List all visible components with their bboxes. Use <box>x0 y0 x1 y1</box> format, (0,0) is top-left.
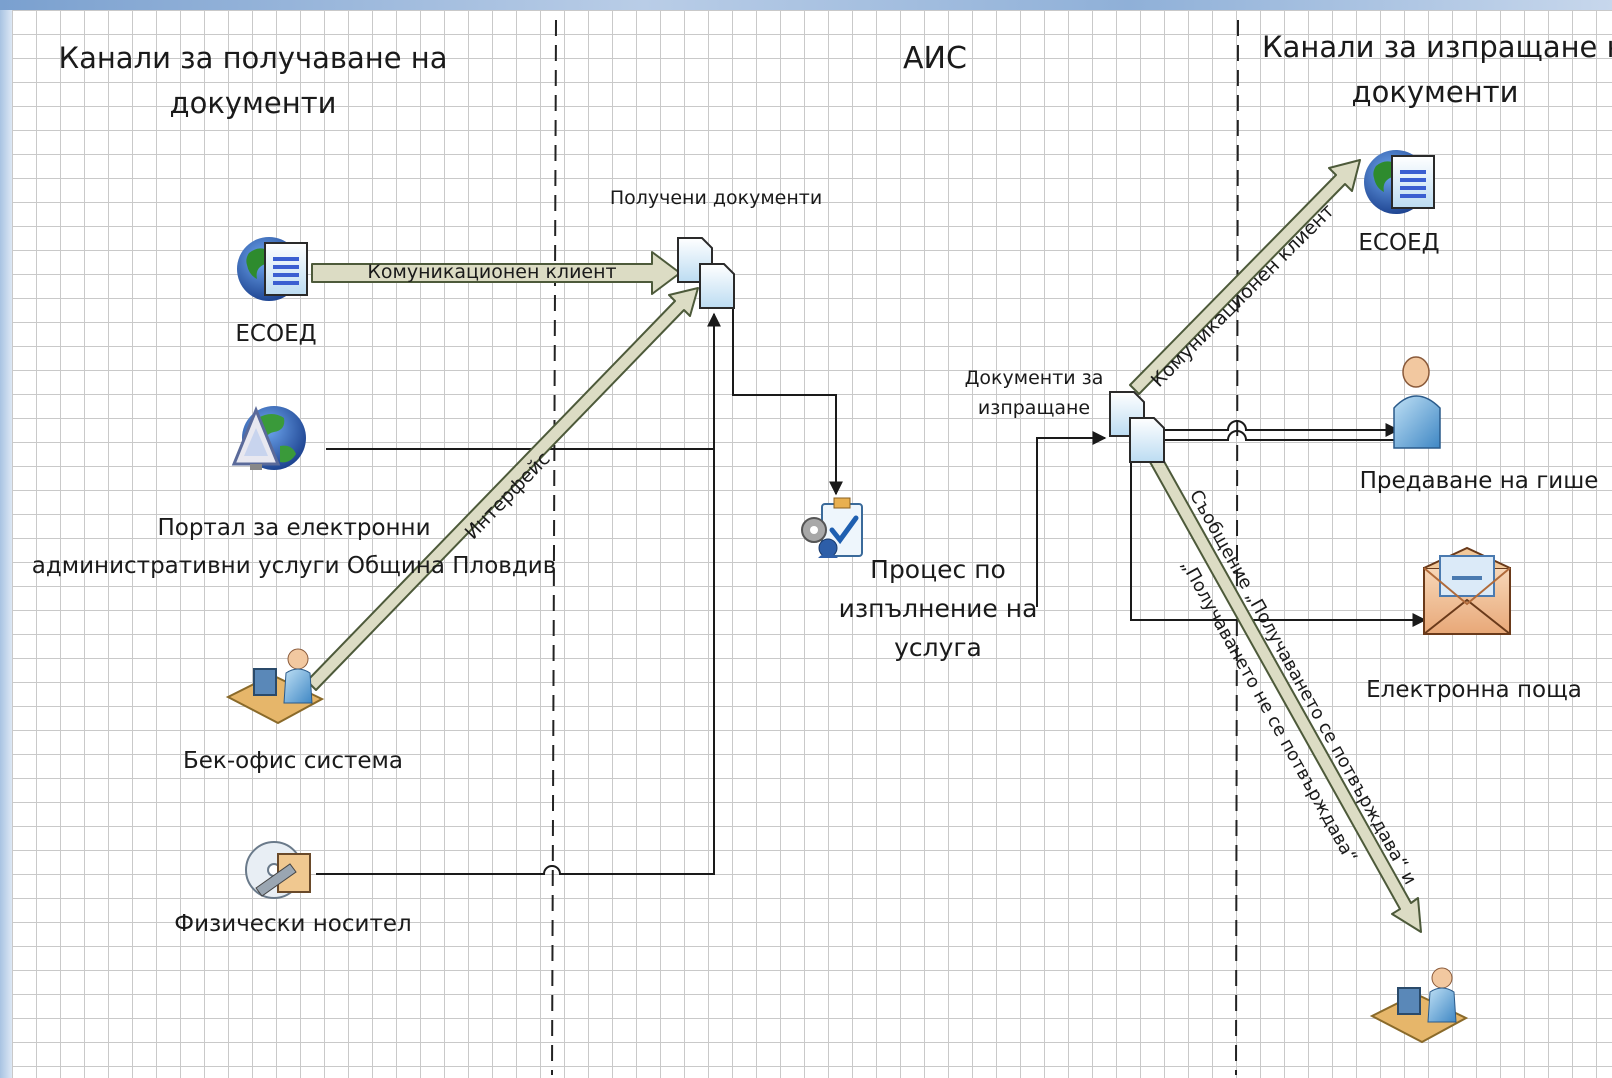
node-esoed-out: ЕСОЕД <box>1358 230 1439 256</box>
node-counter: Предаване на гише <box>1360 468 1599 494</box>
node-process-line3: услуга <box>894 633 982 662</box>
node-esoed-in: ЕСОЕД <box>235 321 316 347</box>
node-physical: Физически носител <box>174 911 411 937</box>
physical-connector <box>316 312 721 875</box>
outgoing-to-counter-connector <box>1150 420 1400 437</box>
node-portal-line1: Портал за електронни <box>157 515 430 541</box>
lane-title-right-line1: Канали за изпращане на <box>1262 30 1612 64</box>
document-stack-icon[interactable] <box>1109 391 1165 463</box>
person-icon[interactable] <box>1393 356 1441 449</box>
connector-lines <box>316 308 1427 875</box>
lane-title-right-line2: документи <box>1352 75 1519 109</box>
node-backoffice: Бек-офис система <box>183 748 403 774</box>
received-to-process-connector <box>732 308 843 496</box>
process-to-outgoing-connector <box>1036 431 1107 607</box>
globe-document-icon[interactable] <box>1364 150 1435 214</box>
lane-divider-left <box>551 19 557 1076</box>
envelope-icon[interactable] <box>1423 546 1511 635</box>
document-stack-icon[interactable] <box>677 237 735 309</box>
label-interface: Интерфейс <box>461 448 555 544</box>
node-outgoing-line2: изпращане <box>978 397 1090 419</box>
globe-portal-icon[interactable] <box>231 406 306 470</box>
block-arrow-interface <box>306 287 699 691</box>
node-email: Електронна поща <box>1366 677 1582 703</box>
label-comm-client-out: Комуникационен клиент <box>1147 200 1339 392</box>
workstation-user-icon[interactable] <box>1369 967 1469 1044</box>
lane-title-left-line2: документи <box>170 86 337 120</box>
label-comm-client-in: Комуникационен клиент <box>367 261 616 283</box>
outgoing-to-email-connector <box>1130 440 1427 627</box>
block-arrow-comm-client-in <box>311 251 681 295</box>
workstation-user-icon[interactable] <box>225 648 325 725</box>
block-arrow-comm-client-out <box>1129 159 1361 395</box>
process-clipboard-icon[interactable] <box>801 497 863 558</box>
lane-title-center: АИС <box>903 41 967 76</box>
top-strip <box>0 0 1612 10</box>
node-process-line1: Процес по <box>870 555 1006 584</box>
node-outgoing-line1: Документи за <box>965 367 1104 389</box>
grid-sheet <box>12 10 1612 1078</box>
outgoing-to-counter-connector-2 <box>1150 430 1398 441</box>
lane-divider-right <box>1235 19 1239 1076</box>
node-received-docs: Получени документи <box>610 187 822 209</box>
block-arrow-message <box>1149 455 1422 933</box>
node-portal-line2: административни услуги Община Пловдив <box>32 553 557 579</box>
lane-title-left-line1: Канали за получаване на <box>58 41 447 75</box>
node-process-line2: изпълнение на <box>839 594 1038 623</box>
globe-document-icon[interactable] <box>237 237 308 301</box>
disk-media-icon[interactable] <box>245 841 311 899</box>
